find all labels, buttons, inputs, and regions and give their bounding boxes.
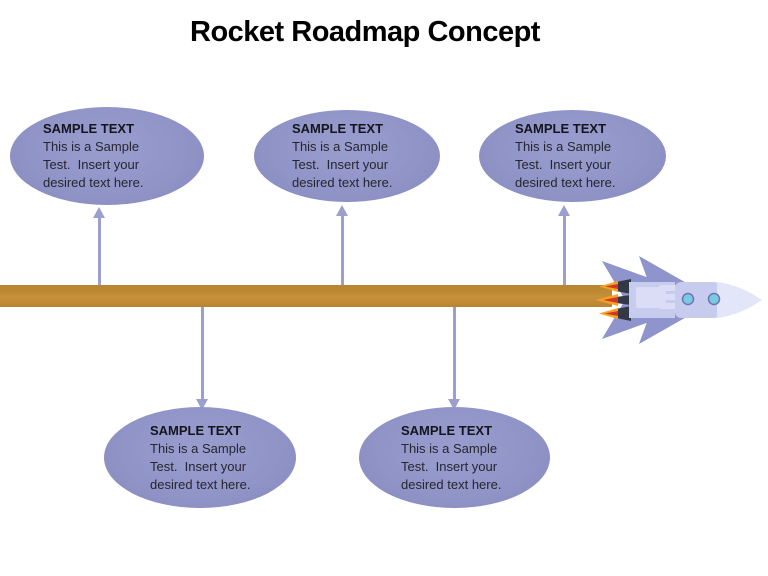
bubble-line: desired text here.	[43, 175, 144, 190]
connector-line-up-2	[341, 215, 344, 285]
bubble-line: Test. Insert your	[292, 157, 389, 172]
bubble-line: This is a Sample	[292, 139, 389, 154]
bubble-top-1: SAMPLE TEXT This is a Sample Test. Inser…	[10, 107, 204, 205]
arrow-down-icon	[196, 399, 208, 410]
rocket-hull-stripes	[659, 285, 679, 309]
bubble-bottom-2: SAMPLE TEXT This is a Sample Test. Inser…	[359, 407, 550, 508]
connector-line-down-1	[201, 307, 204, 399]
bubble-header: SAMPLE TEXT	[515, 121, 607, 136]
bubble-top-3: SAMPLE TEXT This is a Sample Test. Inser…	[479, 110, 666, 202]
connector-line-down-2	[453, 307, 456, 399]
bubble-header: SAMPLE TEXT	[150, 422, 242, 438]
arrow-up-icon	[93, 207, 105, 218]
bubble-top-2: SAMPLE TEXT This is a Sample Test. Inser…	[254, 110, 440, 202]
rocket-window-icon	[707, 292, 721, 306]
bubble-line: This is a Sample	[401, 440, 498, 456]
arrow-up-icon	[558, 205, 570, 216]
bubble-bottom-1: SAMPLE TEXT This is a Sample Test. Inser…	[104, 407, 296, 508]
bubble-line: Test. Insert your	[43, 157, 140, 172]
connector-line-up-1	[98, 217, 101, 285]
bubble-header: SAMPLE TEXT	[43, 121, 135, 136]
timeline-bar	[0, 285, 612, 307]
bubble-line: This is a Sample	[150, 440, 247, 456]
bubble-line: desired text here.	[150, 476, 251, 492]
connector-line-up-3	[563, 215, 566, 285]
rocket-flames-icon	[596, 281, 618, 319]
rocket-midbody-panel	[636, 287, 666, 308]
bubble-line: desired text here.	[515, 175, 616, 190]
bubble-line: This is a Sample	[515, 139, 612, 154]
slide-title: Rocket Roadmap Concept	[190, 16, 540, 48]
bubble-header: SAMPLE TEXT	[292, 121, 384, 136]
bubble-line: This is a Sample	[43, 139, 140, 154]
bubble-line: Test. Insert your	[401, 458, 498, 474]
rocket-engine-nozzles	[616, 279, 631, 321]
bubble-line: desired text here.	[401, 476, 502, 492]
bubble-line: Test. Insert your	[150, 458, 247, 474]
rocket-nose-cone	[717, 282, 762, 318]
rocket-icon	[596, 256, 762, 344]
arrow-up-icon	[336, 205, 348, 216]
bubble-header: SAMPLE TEXT	[401, 422, 493, 438]
arrow-down-icon	[448, 399, 460, 410]
rocket-window-icon	[681, 292, 695, 306]
bubble-line: desired text here.	[292, 175, 393, 190]
rocket-body	[675, 282, 720, 318]
bubble-line: Test. Insert your	[515, 157, 612, 172]
